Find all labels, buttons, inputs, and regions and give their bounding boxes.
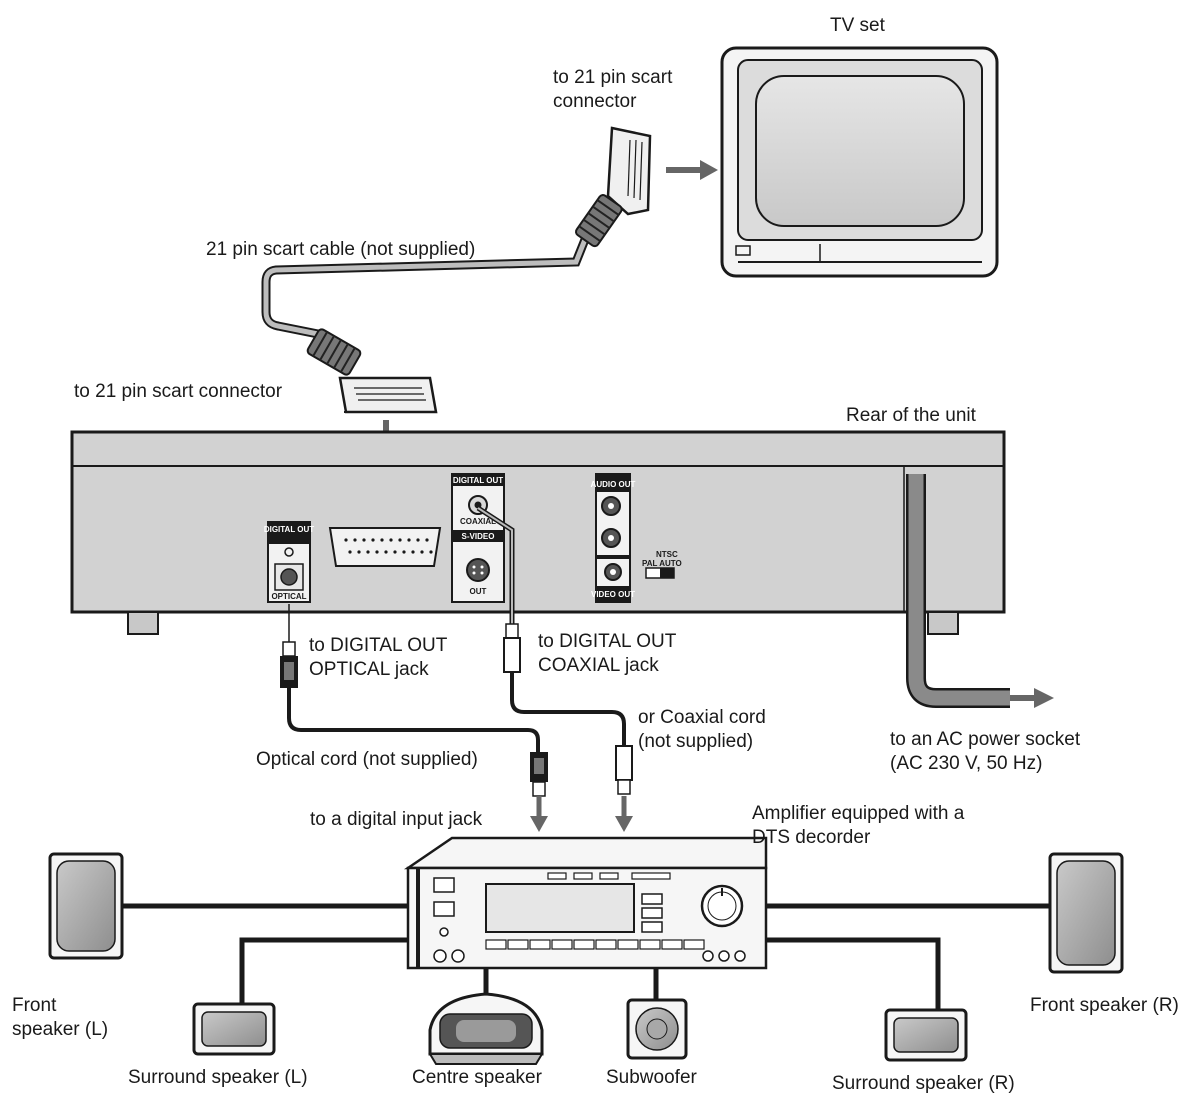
scart-pin (384, 550, 388, 554)
s-video-out-label: OUT (470, 587, 487, 596)
digital-out-optical-jack: DIGITAL OUT OPTICAL (264, 521, 314, 603)
digital-out-coaxial-jack: DIGITAL OUT COAXIAL S-VIDEO OUT (451, 473, 505, 603)
scart-pin (357, 550, 361, 554)
amplifier-label: Amplifier equipped with a DTS decorder (752, 803, 965, 848)
scart-plug-bottom (306, 328, 438, 414)
audio-video-out-jacks: AUDIO OUT VIDEO OUT (591, 473, 636, 603)
optical-cord (280, 604, 548, 832)
scart-pin (366, 550, 370, 554)
speaker-wires (122, 903, 1050, 1010)
amplifier-button (661, 939, 683, 950)
scart-cable-label: 21 pin scart cable (not supplied) (206, 239, 476, 260)
ntsc-pal-switch: NTSC PAL AUTO (642, 550, 682, 579)
power-cable (906, 474, 1054, 708)
video-out-label: VIDEO OUT (591, 590, 635, 599)
scart-plug-top (574, 126, 652, 248)
scart-pin (348, 550, 352, 554)
optical-block-title: DIGITAL OUT (264, 525, 314, 534)
surround-speaker-left-label: Surround speaker (L) (128, 1067, 308, 1088)
digital-out-optical-label: to DIGITAL OUT OPTICAL jack (309, 635, 448, 680)
surround-speaker-left (192, 1002, 276, 1056)
scart-pin (416, 538, 420, 542)
amplifier-button (683, 939, 705, 950)
scart-socket-pins (344, 538, 433, 554)
scart-pin (420, 550, 424, 554)
coaxial-label: COAXIAL (460, 517, 496, 526)
ntsc-label: NTSC (656, 550, 678, 559)
amplifier-button (595, 939, 617, 950)
scart-socket (328, 527, 442, 567)
scart-pin (411, 550, 415, 554)
scart-pin (344, 538, 348, 542)
amplifier-button (551, 939, 573, 950)
coaxial-block-title: DIGITAL OUT (453, 476, 503, 485)
front-speaker-right-label: Front speaker (R) (1030, 995, 1179, 1016)
unit-rear-panel (70, 430, 1006, 635)
scart-pin (389, 538, 393, 542)
optical-cord-label: Optical cord (not supplied) (256, 749, 478, 770)
scart-pin (371, 538, 375, 542)
scart-pin (375, 550, 379, 554)
scart-cable (261, 230, 593, 339)
scart-pin (429, 550, 433, 554)
digital-input-label: to a digital input jack (310, 809, 483, 830)
ac-power-label: to an AC power socket (AC 230 V, 50 Hz) (890, 729, 1081, 774)
surround-speaker-right (884, 1008, 968, 1062)
subwoofer-label: Subwoofer (606, 1067, 697, 1088)
scart-pin (398, 538, 402, 542)
optical-label: OPTICAL (271, 592, 306, 601)
coaxial-cord (476, 505, 633, 832)
scart-pin (425, 538, 429, 542)
coaxial-cord-label: or Coaxial cord (not supplied) (638, 707, 766, 752)
s-video-label: S-VIDEO (462, 532, 495, 541)
scart-pin (393, 550, 397, 554)
subwoofer (626, 998, 688, 1060)
front-speaker-left-label: Front speaker (L) (12, 995, 109, 1040)
pal-auto-label: PAL AUTO (642, 559, 682, 568)
amplifier (403, 836, 768, 970)
scart-pin (402, 550, 406, 554)
surround-speaker-right-label: Surround speaker (R) (832, 1073, 1015, 1094)
tv-set-label: TV set (830, 15, 885, 36)
front-speaker-right (1048, 852, 1124, 974)
centre-speaker-label: Centre speaker (412, 1067, 542, 1088)
scart-pin (407, 538, 411, 542)
amplifier-button (485, 939, 507, 950)
amplifier-button (573, 939, 595, 950)
amplifier-button (529, 939, 551, 950)
scart-pin (362, 538, 366, 542)
arrow-to-tv (666, 160, 718, 180)
audio-out-label: AUDIO OUT (591, 480, 636, 489)
scart-connector-left-label: to 21 pin scart connector (74, 381, 283, 402)
front-speaker-left (48, 852, 124, 960)
amplifier-button-row (485, 939, 705, 950)
scart-pin (380, 538, 384, 542)
centre-speaker (428, 992, 544, 1065)
scart-connector-top-label: to 21 pin scart connector (553, 67, 673, 112)
amplifier-button (639, 939, 661, 950)
amplifier-button (617, 939, 639, 950)
amplifier-button (507, 939, 529, 950)
tv-set (720, 46, 999, 278)
digital-out-coaxial-label: to DIGITAL OUT COAXIAL jack (538, 631, 677, 676)
rear-of-unit-label: Rear of the unit (846, 405, 976, 426)
scart-pin (353, 538, 357, 542)
